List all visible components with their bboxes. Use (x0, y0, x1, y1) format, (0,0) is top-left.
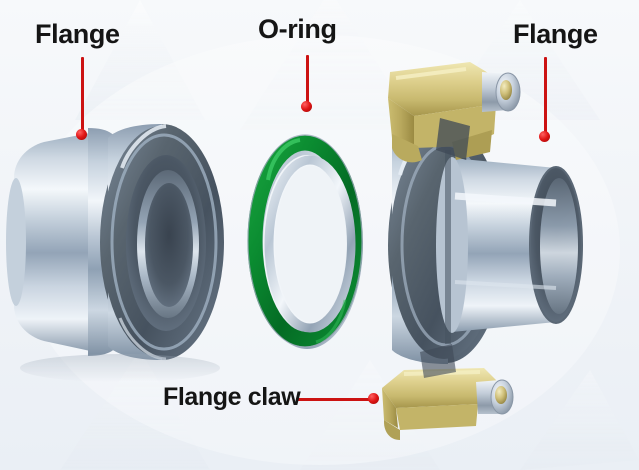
label-flange-left: Flange (35, 19, 120, 49)
part-flange-claw-bottom (382, 368, 514, 440)
part-o-ring (247, 134, 363, 349)
label-flange-claw: Flange claw (163, 383, 301, 411)
leader-flange-right (544, 57, 547, 135)
label-o-ring: O-ring (258, 14, 337, 44)
leader-flange-claw (296, 398, 372, 401)
leader-o-ring (306, 55, 309, 105)
leader-dot-flange-right (539, 131, 550, 142)
leader-dot-flange-left (76, 129, 87, 140)
label-flange-right: Flange (513, 19, 598, 49)
leader-dot-o-ring (301, 101, 312, 112)
leader-flange-left (81, 57, 84, 133)
part-flange-left (6, 124, 224, 382)
part-flange-right (382, 62, 583, 440)
leader-dot-flange-claw (368, 393, 379, 404)
